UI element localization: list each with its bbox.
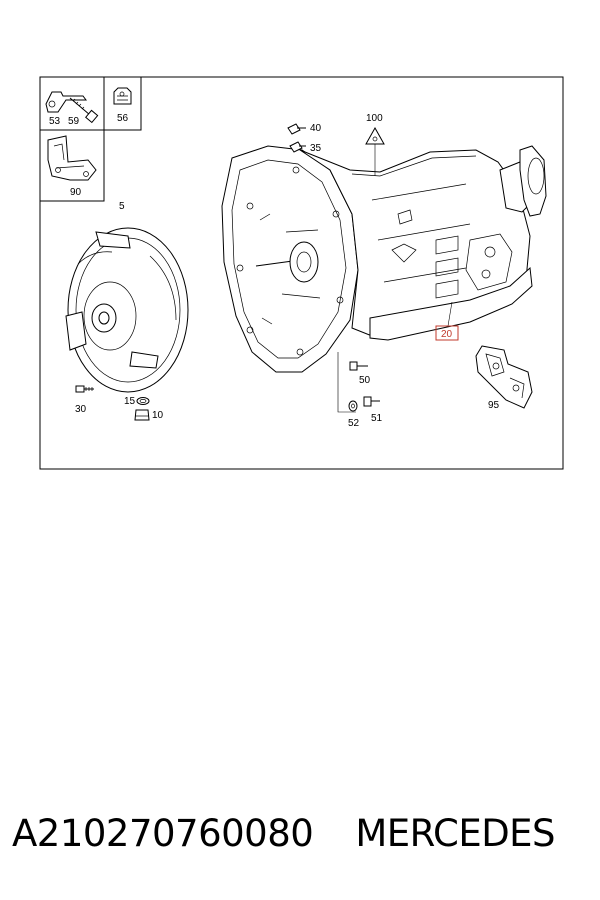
clip-56-drawing <box>113 87 132 105</box>
seal-15-drawing <box>136 397 150 405</box>
mount-95-drawing <box>475 345 533 409</box>
bolt-51-drawing <box>363 396 380 407</box>
callout-15: 15 <box>124 396 136 407</box>
torque-converter-drawing <box>65 227 189 393</box>
callout-20: 20 <box>441 329 453 340</box>
bracket-53-drawing <box>45 91 87 113</box>
bolt-50-drawing <box>349 361 368 371</box>
inset-box-56 <box>103 76 142 131</box>
callout-95: 95 <box>488 400 500 411</box>
transmission-housing-drawing <box>221 145 547 373</box>
washer-52-drawing <box>348 400 358 412</box>
callout-50: 50 <box>359 375 371 386</box>
callout-100: 100 <box>366 113 383 124</box>
callout-53: 53 <box>49 116 61 127</box>
callout-40: 40 <box>310 123 322 134</box>
bolt-40-drawing <box>287 123 306 135</box>
callout-5: 5 <box>119 201 125 212</box>
bolt-35-drawing <box>289 141 306 153</box>
callout-52: 52 <box>348 418 360 429</box>
callout-90: 90 <box>70 187 82 198</box>
callout-51: 51 <box>371 413 383 424</box>
plug-10-drawing <box>134 409 150 421</box>
bolt-30-drawing <box>75 385 94 393</box>
part-number-text: A210270760080 <box>12 811 314 855</box>
plate-100-drawing <box>365 126 385 176</box>
inset-box-90 <box>39 129 105 202</box>
callout-20-highlight-box <box>435 325 459 341</box>
bracket-90-drawing <box>47 135 97 181</box>
callout-35: 35 <box>310 143 322 154</box>
diagram-frame <box>39 76 564 470</box>
bolt-59-drawing <box>69 97 99 124</box>
callout-56: 56 <box>117 113 129 124</box>
callout-59: 59 <box>68 116 80 127</box>
brand-text: MERCEDES <box>355 811 556 855</box>
part-caption: A210270760080 MERCEDES <box>0 803 600 863</box>
callout-30: 30 <box>75 404 87 415</box>
callout-10: 10 <box>152 410 164 421</box>
